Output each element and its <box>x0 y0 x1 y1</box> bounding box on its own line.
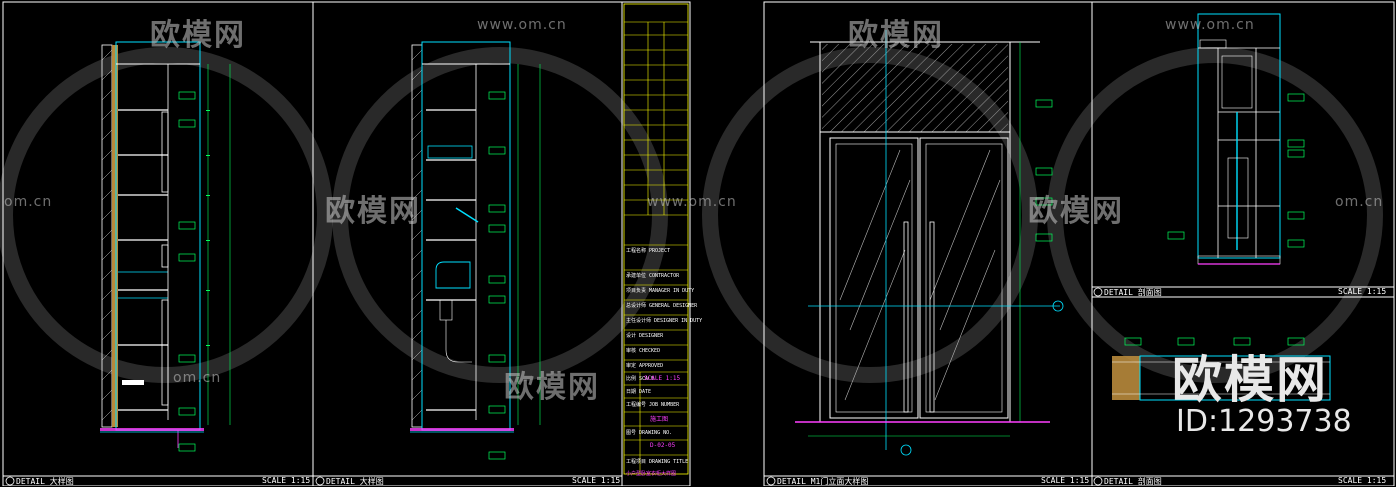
watermark-site: www.om.cn <box>647 194 737 210</box>
panel-1-scale: SCALE 1:15 <box>262 476 311 485</box>
tb-row: 工程编号 JOB NUMBER <box>626 402 680 408</box>
watermark-brand: 欧模网 <box>1028 194 1124 229</box>
tb-row: 承建单位 CONTRACTOR <box>626 273 680 279</box>
tb-scale-value: SCALE 1:15 <box>644 375 681 382</box>
tb-row: 审核 CHECKED <box>626 348 661 354</box>
watermark-site: www.om.cn <box>1165 17 1255 33</box>
tb-row: 工程项目 DRAWING TITLE <box>626 459 689 465</box>
watermark-brand: 欧模网 <box>150 18 246 53</box>
tb-row: 审定 APPROVED <box>626 363 664 369</box>
watermark-site: om.cn <box>173 370 222 386</box>
tb-row: 比例 SCALE <box>626 376 655 382</box>
tb-row: 图号 DRAWING NO. <box>626 430 673 436</box>
watermark-site: www.om.cn <box>477 17 567 33</box>
tb-row: 工程名称 PROJECT <box>626 248 671 254</box>
panel-3-title: DETAIL M1门立面大样图 <box>777 477 869 486</box>
panel-3-scale: SCALE 1:15 <box>1041 476 1090 485</box>
tb-drawing-no: D-02-05 <box>650 442 676 449</box>
tb-row: 项目负责 MANAGER IN DUTY <box>626 288 695 294</box>
panel-4-scale: SCALE 1:15 <box>1338 287 1387 296</box>
panel-5-scale: SCALE 1:15 <box>1338 476 1387 485</box>
panel-2-drawing <box>410 41 541 460</box>
panel-2-title: DETAIL 大样图 <box>326 477 384 486</box>
panel-4-drawing <box>1167 13 1305 265</box>
panel-3-drawing <box>795 30 1064 456</box>
panel-4-title: DETAIL 剖面图 <box>1104 288 1162 297</box>
tb-type-value: 施工图 <box>650 416 669 423</box>
watermark-id: ID:1293738 <box>1176 404 1352 439</box>
title-block <box>623 3 689 475</box>
tb-row: 日期 DATE <box>626 389 652 395</box>
watermark-brand: 欧模网 <box>848 18 944 53</box>
tb-row: 主任设计师 DESIGNER IN DUTY <box>626 318 703 324</box>
tb-drawing-title: 小户型卧室衣柜大样图 <box>626 471 677 477</box>
panel-1-title: DETAIL 大样图 <box>16 477 74 486</box>
watermark-brand: 欧模网 <box>325 194 421 229</box>
panel-5-drawing <box>1112 337 1331 401</box>
watermark-site: om.cn <box>4 194 53 210</box>
watermark-logo: 欧模网 <box>1172 351 1328 409</box>
panel-title-markers <box>5 287 1103 486</box>
panel-2-scale: SCALE 1:15 <box>572 476 621 485</box>
tb-row: 设计 DESIGNER <box>626 333 664 339</box>
watermark-site: om.cn <box>1335 194 1384 210</box>
panel-5-title: DETAIL 剖面图 <box>1104 477 1162 486</box>
watermark-circles <box>0 47 1383 383</box>
panel-1-drawing <box>100 41 231 452</box>
watermark-brand: 欧模网 <box>504 370 600 405</box>
tb-row: 总设计师 GENERAL DESIGNER <box>626 303 698 309</box>
